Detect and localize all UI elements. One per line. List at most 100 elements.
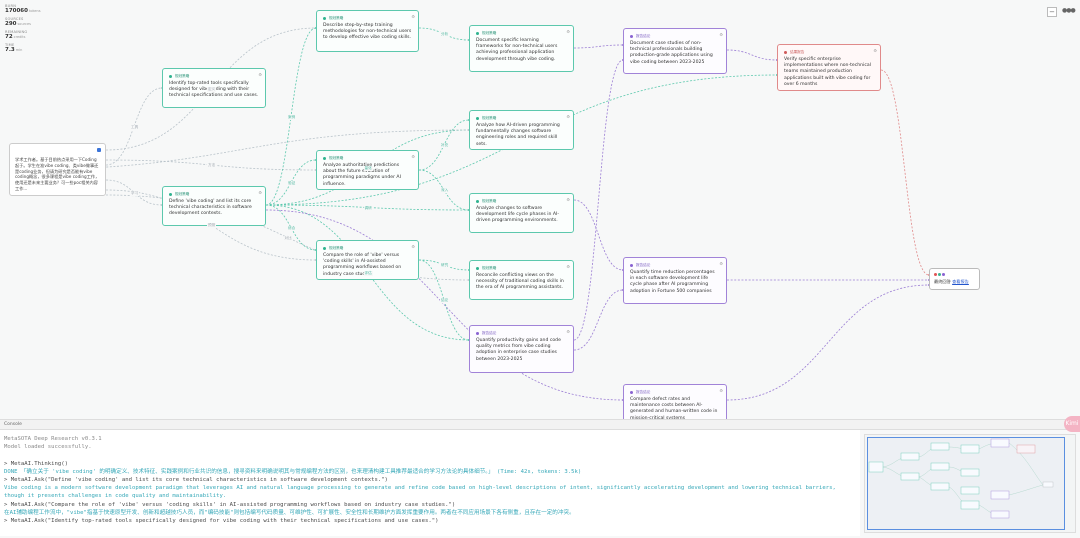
assistant-badge[interactable]: Kimi: [1064, 416, 1080, 432]
edge-label: 方法: [207, 163, 217, 168]
node-head-label: 规划策略: [329, 245, 344, 250]
node-status-dot: [630, 390, 633, 394]
node-head-label: 规划策略: [329, 15, 344, 20]
node-settings-icon[interactable]: ⚙: [719, 261, 723, 266]
stat-remaining: REMAINING 72credits: [5, 30, 41, 40]
edge-label: 定义: [207, 87, 217, 92]
node-head-label: 报告结论: [482, 330, 497, 335]
edge-label: 研究: [440, 263, 450, 268]
console-line: > MetaAI.Ask("Compare the role of 'vibe'…: [4, 501, 456, 508]
node-n11[interactable]: 报告结论 ⚙ Document case studies of non-tech…: [623, 28, 727, 74]
node-settings-icon[interactable]: ⚙: [566, 29, 570, 34]
node-status-dot: [476, 199, 479, 203]
node-settings-icon[interactable]: ⚙: [566, 197, 570, 202]
node-n13[interactable]: 报告结论 ⚙ Compare defect rates and maintena…: [623, 384, 727, 424]
edge-label: 预测: [207, 223, 217, 228]
node-settings-icon[interactable]: ⚙: [566, 329, 570, 334]
console-line: Model loaded successfully.: [4, 444, 92, 451]
node-text: Quantify time reduction percentages in e…: [630, 270, 715, 294]
node-head-label: 结果报告: [790, 49, 805, 54]
node-head-label: 报告结论: [636, 33, 651, 38]
node-status-dot: [323, 246, 326, 250]
root-question-node[interactable]: 学术工作者。基于目前热点采用一下Coding起于。学生在准vibe coding…: [9, 143, 106, 196]
minimap[interactable]: [864, 434, 1076, 533]
graph-edge: [573, 199, 624, 271]
stat-remaining-label: REMAINING: [5, 30, 28, 34]
node-settings-icon[interactable]: ⚙: [411, 14, 415, 19]
graph-edge: [265, 129, 470, 206]
node-n9[interactable]: 规划策略 ⚙ Reconcile conflicting views on th…: [469, 260, 574, 300]
node-text: Define 'vibe coding' and list its core t…: [169, 199, 252, 217]
node-settings-icon[interactable]: ⚙: [873, 48, 877, 53]
stat-burn-unit: tokens: [28, 9, 41, 13]
node-settings-icon[interactable]: ⚙: [258, 72, 262, 77]
graph-edge: [573, 59, 624, 341]
node-status-dot: [630, 34, 633, 38]
node-status-dot: [476, 31, 479, 35]
node-n14[interactable]: 结果报告 ⚙ Verify specific enterprise implem…: [777, 44, 881, 91]
menu-icon[interactable]: ●●●: [1062, 7, 1076, 14]
console-log[interactable]: MetaSOTA Deep Research v0.3.1 Model load…: [0, 430, 860, 536]
node-head-label: 规划策略: [482, 115, 497, 120]
graph-edge: [726, 49, 778, 61]
node-settings-icon[interactable]: ⚙: [566, 264, 570, 269]
edge-label: 补充: [440, 143, 450, 148]
node-settings-icon[interactable]: ⚙: [719, 32, 723, 37]
stat-sources-label: SOURCES: [5, 17, 24, 21]
stat-remaining-unit: credits: [13, 35, 26, 39]
console-divider[interactable]: Console: [0, 419, 1080, 430]
console-line: MetaSOTA Deep Research v0.3.1: [4, 436, 102, 442]
edge-label: 案例: [287, 114, 297, 120]
console-line: > MetaAI.Ask("Define 'vibe coding' and l…: [4, 477, 388, 484]
view-report-link[interactable]: 查看报告: [952, 279, 969, 284]
node-settings-icon[interactable]: ⚙: [258, 190, 262, 195]
graph-edge: [573, 289, 624, 351]
node-text: Compare defect rates and maintenance cos…: [630, 397, 718, 421]
root-badge-icon: [97, 148, 101, 152]
node-n12[interactable]: 报告结论 ⚙ Quantify time reduction percentag…: [623, 257, 727, 304]
node-text: Quantify productivity gains and code qua…: [476, 338, 561, 362]
node-text: Document specific learning frameworks fo…: [476, 38, 558, 62]
console-line: > MetaAI.Thinking(): [4, 460, 68, 467]
edge-label: 综合: [287, 225, 297, 231]
node-n8[interactable]: 规划策略 ⚙ Analyze changes to software devel…: [469, 193, 574, 233]
stat-burn: BURN 170060tokens: [5, 4, 41, 14]
edge-label: 对比: [283, 235, 293, 241]
node-head-label: 规划策略: [482, 265, 497, 270]
node-settings-icon[interactable]: ⚙: [719, 388, 723, 393]
node-settings-icon[interactable]: ⚙: [411, 154, 415, 159]
node-status-dot: [476, 116, 479, 120]
edge-label: 验证: [287, 180, 297, 186]
node-settings-icon[interactable]: ⚙: [411, 244, 415, 249]
fit-view-button[interactable]: −: [1047, 7, 1057, 17]
node-status-dot: [169, 192, 172, 196]
node-status-dot: [323, 156, 326, 160]
console-line: 在AI辅助编程工作流中，"vibe"指基于快速原型开发、创新和超越技巧人员，而"…: [4, 509, 575, 516]
graph-canvas[interactable]: BURN 170060tokens SOURCES 290sources REM…: [0, 0, 1080, 430]
final-answer-node[interactable]: 最终回答 查看报告: [929, 268, 980, 290]
node-status-dot: [476, 331, 479, 335]
node-n2[interactable]: 规划策略 ⚙ Describe step-by-step training me…: [316, 10, 419, 52]
stat-burn-label: BURN: [5, 4, 17, 8]
minimap-viewport[interactable]: [867, 437, 1065, 530]
edge-label: 学习: [130, 190, 140, 196]
edge-label: 工具: [130, 124, 140, 130]
console-title: Console: [4, 422, 22, 427]
node-head-label: 规划策略: [329, 155, 344, 160]
node-n10[interactable]: 报告结论 ⚙ Quantify productivity gains and c…: [469, 325, 574, 373]
graph-edge: [418, 259, 470, 341]
node-n3[interactable]: 规划策略 ⚙ Define 'vibe coding' and list its…: [162, 186, 266, 226]
node-n6[interactable]: 规划策略 ⚙ Document specific learning framew…: [469, 25, 574, 72]
stat-remaining-value: 72: [5, 34, 13, 40]
edge-label: 结论: [440, 298, 450, 303]
node-head-label: 报告结论: [636, 389, 651, 394]
stat-sources-value: 290: [5, 21, 17, 27]
node-n7[interactable]: 规划策略 ⚙ Analyze how AI-driven programming…: [469, 110, 574, 150]
console-line: [4, 451, 856, 459]
node-status-dot: [476, 266, 479, 270]
node-n5[interactable]: 规划策略 ⚙ Compare the role of 'vibe' versus…: [316, 240, 419, 280]
node-text: Document case studies of non-technical p…: [630, 41, 713, 65]
node-text: Analyze authoritative predictions about …: [323, 163, 401, 187]
node-settings-icon[interactable]: ⚙: [566, 114, 570, 119]
stat-sources: SOURCES 290sources: [5, 17, 41, 27]
